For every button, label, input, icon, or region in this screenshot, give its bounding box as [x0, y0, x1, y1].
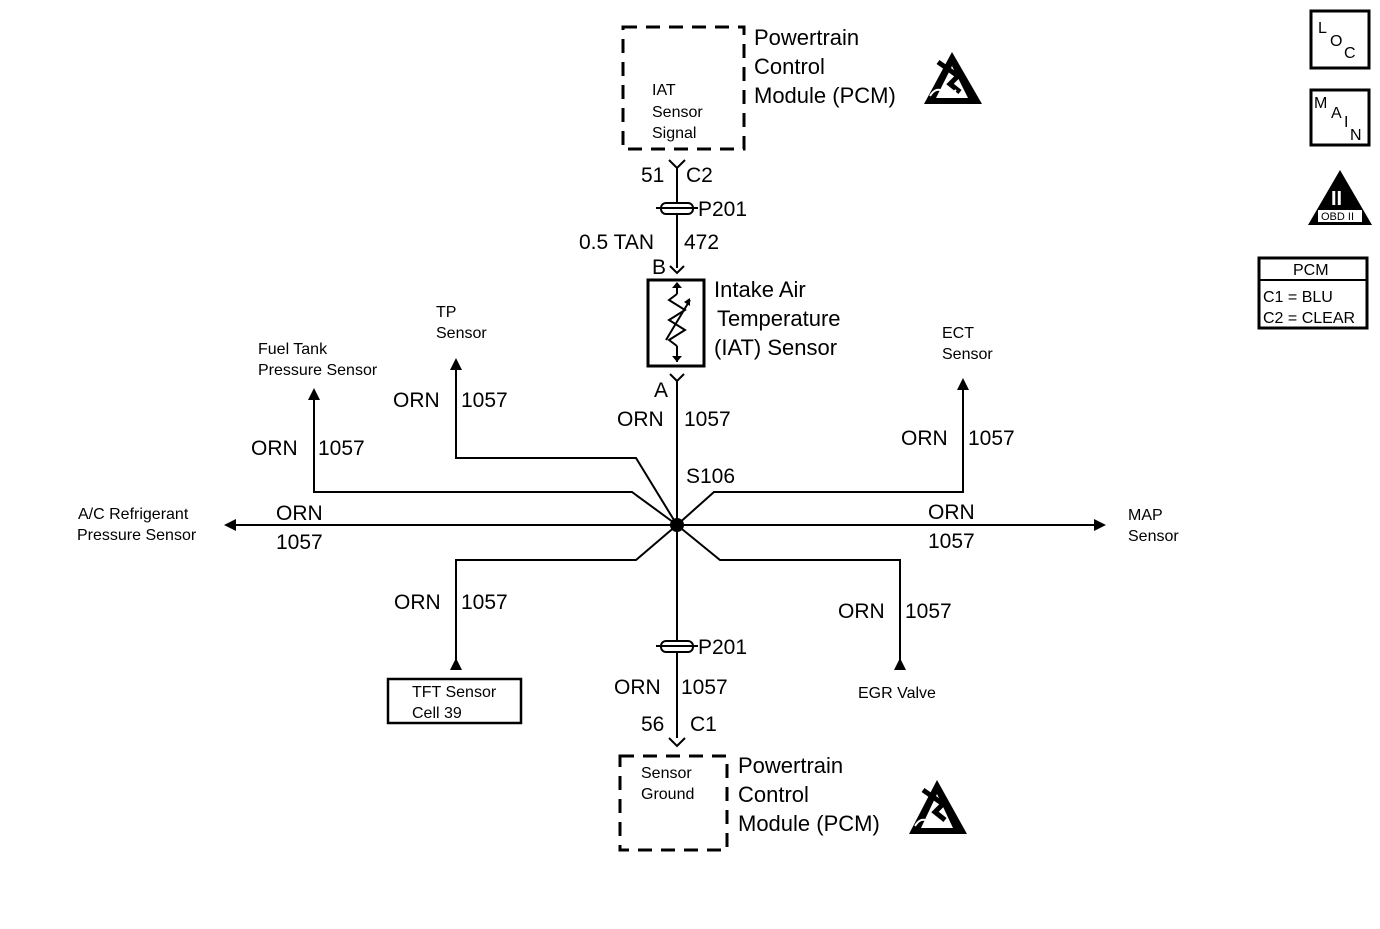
- splice-label: S106: [686, 465, 735, 488]
- tft-name-1: TFT Sensor: [412, 684, 497, 701]
- iat-name-2: Temperature: [717, 306, 841, 331]
- map-name-2: Sensor: [1128, 528, 1179, 545]
- iat-sensor-box: [646, 278, 706, 368]
- pcm-bottom-pin-line-2: Ground: [641, 786, 694, 803]
- main-letter-a: A: [1331, 105, 1342, 122]
- fuel-tank-color: ORN: [251, 437, 298, 460]
- pcm-bottom: Sensor Ground Powertrain Control Module …: [618, 753, 967, 852]
- branch-fuel-tank: Fuel Tank Pressure Sensor ORN 1057: [251, 341, 678, 526]
- loc-letter-l: L: [1318, 20, 1327, 37]
- ect-circuit: 1057: [968, 427, 1015, 450]
- esd-warning-icon: [924, 52, 982, 104]
- pcm-top: IAT Sensor Signal Powertrain Control Mod…: [621, 25, 982, 151]
- main-letter-m: M: [1314, 95, 1327, 112]
- wire-iat-ground-color: ORN: [617, 408, 664, 431]
- tp-circuit: 1057: [461, 389, 508, 412]
- ac-name-2: Pressure Sensor: [77, 527, 197, 544]
- pcm-top-pin-line-3: Signal: [652, 125, 696, 142]
- pcm-bottom-title-3: Module (PCM): [738, 811, 880, 836]
- branch-map: MAP Sensor ORN 1057: [677, 501, 1179, 553]
- legend-row-c2: C2 = CLEAR: [1263, 310, 1355, 327]
- pcm-bottom-box: [618, 754, 729, 852]
- legend-row-c1: C1 = BLU: [1263, 289, 1333, 306]
- inline-connector-p201-top: P201: [656, 198, 747, 221]
- egr-color: ORN: [838, 600, 885, 623]
- branch-egr: EGR Valve ORN 1057: [676, 524, 952, 702]
- ect-color: ORN: [901, 427, 948, 450]
- fuel-tank-name-1: Fuel Tank: [258, 341, 328, 358]
- egr-circuit: 1057: [905, 600, 952, 623]
- pcm-top-connector: C2: [686, 164, 713, 187]
- loc-icon[interactable]: L O C: [1309, 9, 1371, 70]
- main-letter-n: N: [1350, 127, 1362, 144]
- pcm-ground-color: ORN: [614, 676, 661, 699]
- pcm-top-box: [621, 25, 746, 151]
- pcm-bottom-title-1: Powertrain: [738, 753, 843, 778]
- iat-terminal-b: B: [652, 256, 666, 279]
- pcm-connector-legend: PCM C1 = BLU C2 = CLEAR: [1257, 256, 1369, 330]
- map-color: ORN: [928, 501, 975, 524]
- fuel-tank-circuit: 1057: [318, 437, 365, 460]
- loc-letter-o: O: [1330, 33, 1342, 50]
- branch-ac: A/C Refrigerant Pressure Sensor ORN 1057: [77, 502, 677, 554]
- pcm-top-pin-line-1: IAT: [652, 82, 676, 99]
- connector-bottom-label: P201: [698, 636, 747, 659]
- ect-name-1: ECT: [942, 325, 974, 342]
- ac-circuit: 1057: [276, 531, 323, 554]
- tft-circuit: 1057: [461, 591, 508, 614]
- esd-warning-icon: [909, 780, 967, 834]
- tp-color: ORN: [393, 389, 440, 412]
- branch-tp: TP Sensor ORN 1057: [393, 304, 678, 526]
- pcm-bottom-pin-number: 56: [641, 713, 664, 736]
- pcm-top-pin-line-2: Sensor: [652, 104, 703, 121]
- egr-name: EGR Valve: [858, 685, 936, 702]
- obd-label: OBD II: [1321, 211, 1354, 223]
- wire-472-circuit: 472: [684, 231, 719, 254]
- pcm-bottom-pin-line-1: Sensor: [641, 765, 692, 782]
- wire-iat-ground-circuit: 1057: [684, 408, 731, 431]
- pcm-top-pin-number: 51: [641, 164, 664, 187]
- map-name-1: MAP: [1128, 507, 1163, 524]
- tp-name-1: TP: [436, 304, 456, 321]
- pcm-bottom-title-2: Control: [738, 782, 809, 807]
- ect-name-2: Sensor: [942, 346, 993, 363]
- map-circuit: 1057: [928, 530, 975, 553]
- iat-terminal-a: A: [654, 379, 668, 402]
- fuel-tank-name-2: Pressure Sensor: [258, 362, 378, 379]
- connector-top-label: P201: [698, 198, 747, 221]
- iat-sensor: B Intake Air Temperature (IAT) Sensor A: [646, 256, 841, 402]
- tft-color: ORN: [394, 591, 441, 614]
- branch-ect: ECT Sensor ORN 1057: [676, 325, 1015, 526]
- iat-name-1: Intake Air: [714, 277, 806, 302]
- ac-color: ORN: [276, 502, 323, 525]
- thermistor-icon: [665, 282, 691, 362]
- pcm-top-title-3: Module (PCM): [754, 83, 896, 108]
- tp-name-2: Sensor: [436, 325, 487, 342]
- pcm-top-title-2: Control: [754, 54, 825, 79]
- iat-name-3: (IAT) Sensor: [714, 335, 837, 360]
- main-icon[interactable]: M A I N: [1309, 88, 1371, 147]
- branch-pcm-ground: P201 ORN 1057 56 C1: [614, 525, 747, 748]
- legend-title: PCM: [1293, 262, 1329, 279]
- tft-box: [386, 677, 523, 725]
- branch-tft: TFT Sensor Cell 39 ORN 1057: [386, 524, 678, 725]
- obd-roman: II: [1331, 188, 1342, 210]
- main-letter-i: I: [1344, 114, 1348, 131]
- pcm-ground-circuit: 1057: [681, 676, 728, 699]
- tft-name-2: Cell 39: [412, 705, 462, 722]
- pcm-top-title-1: Powertrain: [754, 25, 859, 50]
- connector-c2-pin: 51 C2: [641, 159, 713, 187]
- obd-ii-icon[interactable]: II OBD II: [1308, 170, 1372, 225]
- pcm-bottom-connector: C1: [690, 713, 717, 736]
- ac-name-1: A/C Refrigerant: [78, 506, 189, 523]
- loc-letter-c: C: [1344, 45, 1356, 62]
- wire-472-color: 0.5 TAN: [579, 231, 654, 254]
